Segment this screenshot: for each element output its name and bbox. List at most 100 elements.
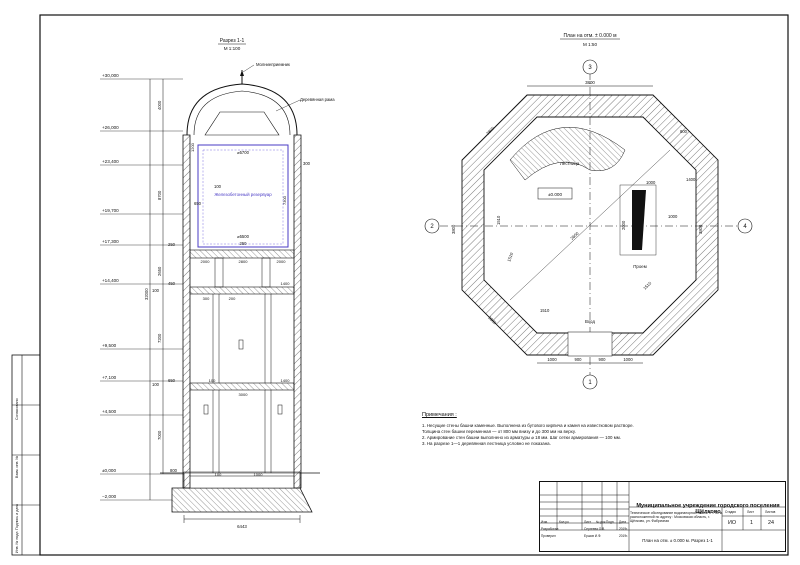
section-scale: М 1:100 [224,46,241,51]
note-2: 2. Армирование стен башни выполнено из а… [422,435,621,441]
slab-dim-2800: 2800 [239,259,249,264]
tank-dim-1200: 1200 [190,142,195,152]
sheet-frame [39,14,789,556]
tank-dim-300: 300 [303,161,311,166]
left-dim-7200: 7200 [157,333,162,343]
plan-scale: М 1:50 [583,42,597,47]
note-3: 3. На разрезе 1—1 деревянная лестница ус… [422,441,551,447]
plan-diag-1510a: 1510 [496,215,501,225]
stamp-col-date: Дата [619,520,627,524]
left-dim-8700: 8700 [157,190,162,200]
stamp-role-dev: Разработал [541,527,559,531]
left-dim-250: 250 [168,242,176,247]
opening-label: Проем [633,264,647,269]
slab-7100 [189,382,295,391]
axis-1: 1 [588,380,592,386]
plan-diag-2600: 2600 [569,230,580,240]
level-7100: +7,100 [102,375,117,380]
tank-dim-top: ⌀5700 [237,150,250,155]
stair-label: Лестница [560,161,580,166]
side-stamp-agreed: Согласовано [15,398,19,420]
left-dim-32000: 32000 [144,288,149,300]
stamp-name-dev: Сергеева О.В. [584,527,606,531]
slab-dim-1400a: 1400 [281,281,291,286]
small-dim-800: 800 [170,468,178,473]
slab-dim-100a: 100 [209,378,216,383]
section-view: Разрез 1-1 М 1:100 Молниеприемник Деревя… [100,38,335,529]
left-dim-7000: 7000 [157,430,162,440]
left-dim-450: 450 [168,281,176,286]
plan-title: План на отм. ± 0.000 м [563,33,617,39]
notes-block: Примечания : 1. Несущие стены башни каме… [422,412,732,447]
level-30000: +30,000 [102,73,119,78]
stamp-stage: ИО [728,520,737,526]
plan-dim-1000a: 1000 [646,180,656,185]
axis-2: 2 [430,224,434,230]
slab-dim-3000: 3000 [239,392,249,397]
side-stamp-inv-orig: Инв. № подл. [15,531,19,553]
level-9500: +9,500 [102,343,117,348]
plan-diag-1510d: 1510 [642,280,653,291]
side-stamp-inv-replace: Взам. инв. № [15,456,19,478]
plan-view: План на отм. ± 0.000 м М 1:50 3 2 4 1 Ле… [424,33,753,390]
slab-dim-100b: 100 [215,472,222,477]
plan-diag-1510b: 1510 [506,251,514,262]
slab-upper [189,249,295,259]
axis-labels: 3 2 4 1 [430,65,747,386]
level-minus2000: −2,000 [102,494,117,499]
tank-dim-7300: 7300 [282,195,287,205]
tank-dim-bottom: ⌀5500 [237,234,250,239]
interior-columns [203,257,283,473]
right-wall [293,134,302,489]
note-1-cont: Толщина стен башни переменная — от 800 м… [422,429,576,435]
stamp-col-kol: Кол.уч [559,520,569,524]
stamp-col-list: Лист [584,520,591,524]
level-23400: +23,400 [102,159,119,164]
small-dim-100a: 100 [152,288,160,293]
plan-diag-3800b: 3800 [487,315,498,326]
slab-dim-1000: 1000 [254,472,264,477]
axis-4: 4 [743,224,747,230]
stamp-sheet-name: План на отм. ± 0.000 м. Разрез 1-1 [642,538,713,543]
slab-dim-200: 200 [229,296,236,301]
plan-diag-1510c: 1510 [540,308,550,313]
plan-bottom-900a: 900 [575,357,583,362]
plan-dim-3800-left: 3800 [451,224,456,234]
plan-dim-2000: 2000 [621,220,626,230]
left-wall [182,134,191,489]
floor-opening [632,190,646,250]
left-dim-2650: 2650 [157,266,162,276]
level-marks: +30,000 +26,000 +23,400 +19,700 +17,300 … [102,73,119,499]
level-box [537,187,573,200]
entry-label: Вход [585,319,595,324]
tank-dim-250: 250 [240,241,248,246]
level-4500: +4,500 [102,409,117,414]
plan-dim-1000b: 1000 [668,214,678,219]
tank-dim-100: 100 [214,184,222,189]
plan-dim-3800-right: 3800 [698,224,703,234]
lightning-rod-label: Молниеприемник [256,62,290,67]
slab-dim-1400b: 1400 [281,378,291,383]
tank-label: Железобетонный резервуар [214,192,272,197]
plan-dim-1400: 1400 [686,177,696,182]
tower-walls-plan [461,94,719,356]
stamp-stage-label: Стадия [725,510,736,514]
stamp-grid [539,481,786,552]
stamp-name-check: Ершов И.Ф. [584,534,602,538]
slab-dim-2000a: 2000 [201,259,211,264]
stamp-object: Техническое обследование водонапорной ба… [630,511,723,523]
axis-3: 3 [588,65,592,71]
plan-diag-3800a: 3800 [485,125,496,136]
level-17300: +17,300 [102,239,119,244]
level-0000: ±0,000 [102,468,116,473]
left-dim-4000: 4000 [157,100,162,110]
stamp-sheets-label: Листов [765,510,776,514]
stamp-col-izm: Изм. [541,520,548,524]
foundation [171,487,313,513]
entry-opening [567,331,613,357]
stamp-sheet: 1 [750,520,753,526]
plan-bottom-dims: 1000 900 900 1000 [547,357,633,362]
level-leaders [100,78,183,501]
stamp-date-dev: 2019г. [619,527,628,531]
wooden-frame [204,111,280,136]
